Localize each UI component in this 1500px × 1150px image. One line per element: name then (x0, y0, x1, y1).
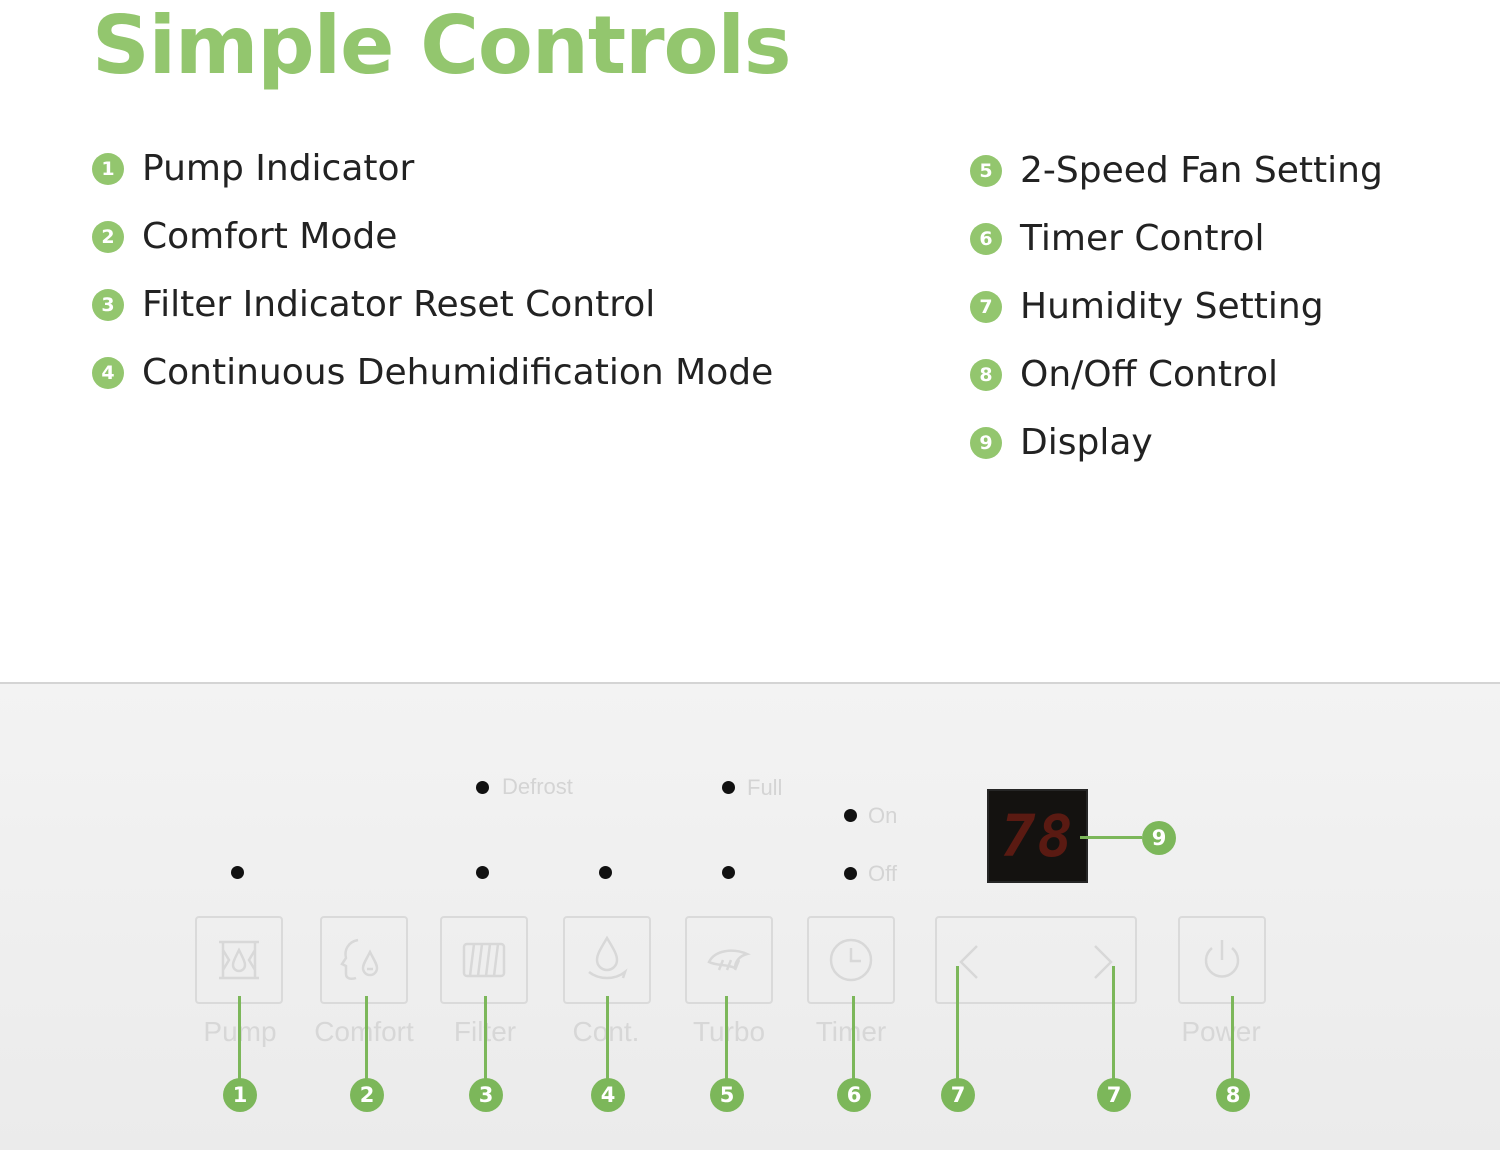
legend-label: Filter Indicator Reset Control (142, 284, 656, 325)
timer-on-led (844, 809, 857, 822)
clock-icon (829, 938, 873, 982)
legend-label: 2-Speed Fan Setting (1020, 150, 1383, 191)
filter-icon (462, 942, 506, 978)
legend-item-humidity-setting: 7 Humidity Setting (970, 286, 1324, 327)
callout-line-4 (606, 996, 609, 1080)
continuous-drop-icon (588, 935, 628, 980)
full-led (722, 781, 735, 794)
legend-label: Display (1020, 422, 1153, 463)
legend-number-badge: 6 (970, 222, 1002, 255)
callout-line-8 (1231, 996, 1234, 1080)
comfort-icon (340, 938, 379, 981)
legend-number-badge: 8 (970, 358, 1002, 391)
cont-led (599, 866, 612, 879)
timer-on-label: On (868, 803, 898, 828)
callout-number-7a: 7 (941, 1078, 975, 1112)
callout-number-7b: 7 (1097, 1078, 1131, 1112)
pump-icon (219, 940, 259, 980)
legend-number-badge: 2 (92, 220, 124, 253)
legend-number-badge: 9 (970, 426, 1002, 459)
defrost-label: Defrost (502, 774, 573, 799)
legend-number-badge: 5 (970, 154, 1002, 187)
timer-label: Timer (815, 1016, 887, 1047)
callout-number-6: 6 (837, 1078, 871, 1112)
legend-item-continuous-mode: 4 Continuous Dehumidification Mode (92, 352, 773, 393)
timer-off-led (844, 867, 857, 880)
legend-label: Timer Control (1020, 218, 1265, 259)
callout-line-2 (365, 996, 368, 1080)
callout-line-6 (852, 996, 855, 1080)
humidity-setting-button[interactable] (935, 916, 1137, 1004)
callout-number-4: 4 (591, 1078, 625, 1112)
callout-number-5: 5 (710, 1078, 744, 1112)
turbo-button[interactable] (685, 916, 773, 1004)
chevron-left-icon[interactable] (957, 942, 981, 986)
legend-number-badge: 3 (92, 288, 124, 321)
power-icon (1204, 940, 1240, 978)
callout-number-9: 9 (1142, 821, 1176, 855)
callout-line-7b (1112, 966, 1115, 1080)
legend-number-badge: 1 (92, 152, 124, 185)
cont-button[interactable] (563, 916, 651, 1004)
defrost-led (476, 781, 489, 794)
legend-label: Humidity Setting (1020, 286, 1324, 327)
timer-off-label: Off (868, 861, 897, 886)
turbo-label: Turbo (692, 1016, 766, 1047)
callout-line-3 (484, 996, 487, 1080)
legend-item-display: 9 Display (970, 422, 1153, 463)
legend-item-fan-setting: 5 2-Speed Fan Setting (970, 150, 1383, 191)
turbo-fan-icon (707, 949, 751, 971)
comfort-label: Comfort (314, 1016, 414, 1047)
pump-led (231, 866, 244, 879)
callout-number-1: 1 (223, 1078, 257, 1112)
page-title: Simple Controls (92, 0, 792, 92)
chevron-right-icon[interactable] (1091, 942, 1115, 986)
legend-item-pump-indicator: 1 Pump Indicator (92, 148, 414, 189)
turbo-led (722, 866, 735, 879)
callout-line-5 (725, 996, 728, 1080)
callout-line-1 (238, 996, 241, 1080)
callout-line-7a (956, 966, 959, 1080)
filter-button[interactable] (440, 916, 528, 1004)
legend-number-badge: 4 (92, 356, 124, 389)
legend-item-filter-reset: 3 Filter Indicator Reset Control (92, 284, 655, 325)
callout-number-3: 3 (469, 1078, 503, 1112)
timer-button[interactable] (807, 916, 895, 1004)
callout-number-8: 8 (1216, 1078, 1250, 1112)
display-readout: 78 (1000, 802, 1075, 870)
pump-button[interactable] (195, 916, 283, 1004)
legend-label: Pump Indicator (142, 148, 415, 189)
legend-label: Comfort Mode (142, 216, 398, 257)
legend-item-comfort-mode: 2 Comfort Mode (92, 216, 397, 257)
filter-led (476, 866, 489, 879)
legend-item-timer-control: 6 Timer Control (970, 218, 1264, 259)
legend-number-badge: 7 (970, 290, 1002, 323)
power-label: Power (1181, 1016, 1261, 1047)
legend-label: On/Off Control (1020, 354, 1278, 395)
full-label: Full (747, 775, 783, 800)
legend-label: Continuous Dehumidification Mode (142, 352, 774, 393)
comfort-button[interactable] (320, 916, 408, 1004)
callout-number-2: 2 (350, 1078, 384, 1112)
power-button[interactable] (1178, 916, 1266, 1004)
legend-item-onoff-control: 8 On/Off Control (970, 354, 1278, 395)
callout-line-9 (1080, 836, 1142, 839)
humidity-display: 78 (987, 789, 1088, 883)
